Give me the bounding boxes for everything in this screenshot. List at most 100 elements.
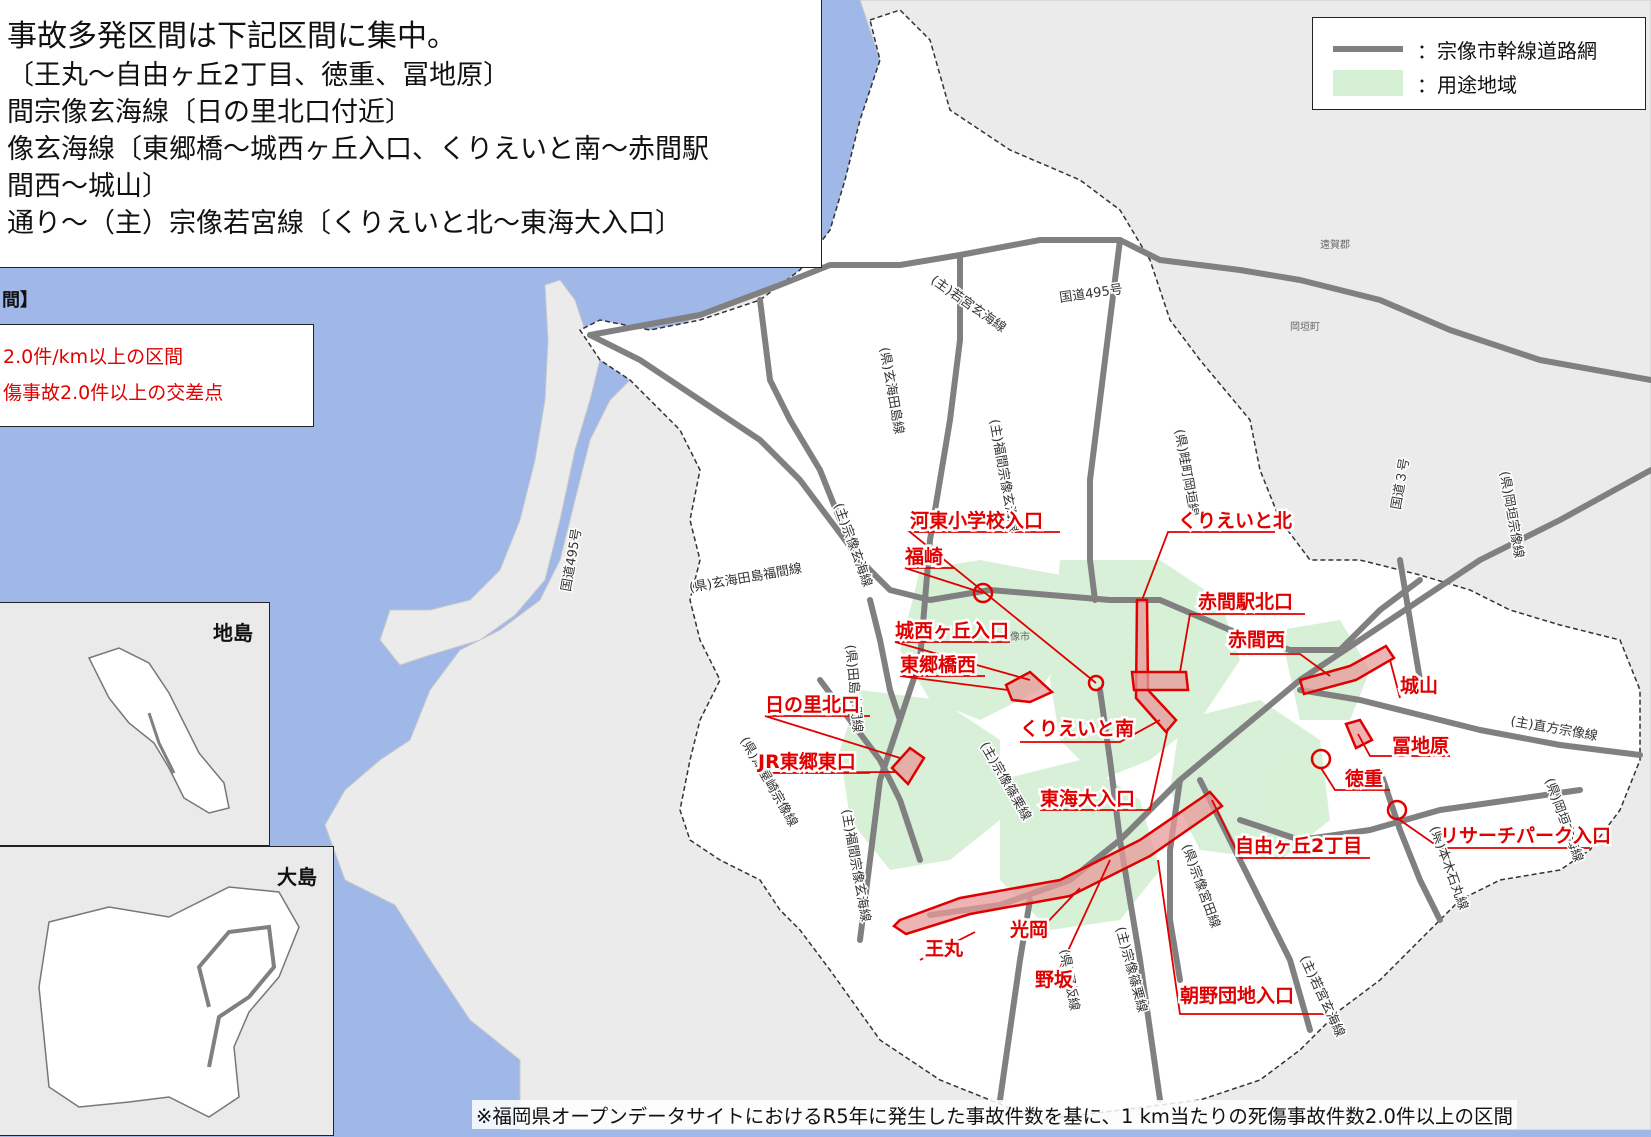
label-akamanishi: 赤間西: [1228, 629, 1285, 651]
leader-omaru: [919, 931, 976, 961]
legend-road-label: ：宗像市幹線道路網: [1417, 38, 1597, 63]
zone-southeast: [1170, 700, 1330, 860]
label-josaigaoka: 城西ヶ丘入口: [895, 619, 1009, 642]
road-munakata-sasaguri: [1097, 687, 1163, 1103]
leader-tokai: [1040, 727, 1169, 811]
label-fujiwara: 冨地原: [1392, 734, 1449, 757]
intersection-fukuzaki: [972, 582, 994, 604]
inset-title-jishima: 地島: [213, 621, 253, 645]
leader-jiyugaoka: [1211, 799, 1370, 859]
segment-togobashi: [1004, 670, 1055, 704]
leader-fujiwara: [1357, 733, 1450, 757]
leader-hinosato: [764, 715, 901, 759]
road-tsuya-munakata: [817, 677, 923, 863]
arterial-roads: [587, 237, 1651, 1103]
place-label: 岡垣町: [1290, 321, 1320, 333]
criteria-intersection: 傷事故2.0件以上の交差点: [3, 382, 224, 404]
legend-box: ：宗像市幹線道路網 ：用途地域: [1312, 17, 1646, 110]
label-asano: 朝野団地入口: [1180, 984, 1294, 1007]
jishima-road: [147, 712, 176, 774]
summary-lead: 事故多発区間は下記区間に集中。: [7, 19, 457, 54]
leader-lines: [759, 531, 1590, 1015]
road-nosaka: [997, 897, 1033, 1103]
leader-kawahigashi: [907, 531, 1097, 684]
label-togobashi: 東郷橋西: [900, 653, 976, 676]
segment-hinosato: [890, 746, 926, 787]
label-shiroyama: 城山: [1400, 674, 1438, 697]
label-tokai: 東海大入口: [1040, 787, 1135, 810]
zone-west: [840, 690, 1000, 870]
road-honki-ishimaru: [1377, 767, 1443, 923]
summary-line: 間西～城山〕: [7, 171, 169, 202]
leader-asano: [1157, 859, 1325, 1015]
oshima-island: [38, 886, 300, 1118]
place-label: 宗像市: [1000, 630, 1030, 643]
summary-box: 事故多発区間は下記区間に集中。 〔王丸～自由ヶ丘2丁目、徳重、冨地原〕 間宗像玄…: [0, 0, 822, 268]
legend-zone-label: ：用途地域: [1417, 72, 1517, 97]
road-okagaki: [1397, 557, 1423, 683]
label-kurieito-minami: くりえいと南: [1020, 718, 1134, 740]
label-kawahigashi: 河東小学校入口: [910, 509, 1043, 532]
oshima-island-shape: [38, 886, 300, 1118]
leader-kurieito-kita: [1141, 531, 1275, 601]
legend-road-swatch: [1333, 46, 1403, 52]
label-fukuzaki: 福崎: [904, 545, 943, 568]
criteria-box: 2.0件/km以上の区間 傷事故2.0件以上の交差点: [0, 324, 314, 427]
label-mitsuoka: 光岡: [1009, 918, 1048, 941]
label-research-park: リサーチパーク入口: [1440, 825, 1611, 847]
criteria-segment: 2.0件/km以上の区間: [3, 346, 184, 368]
segment-akama-eki: [1130, 670, 1190, 692]
leader-tokushige: [1320, 767, 1390, 791]
road-route495-east: [1157, 257, 1651, 383]
leader-akama-eki: [1179, 613, 1305, 673]
segment-akama-shiroyama: [1298, 644, 1396, 696]
leader-kurieito-minami: [1020, 719, 1161, 743]
inset-map-jishima: 地島: [0, 602, 270, 846]
inset-title-oshima: 大島: [277, 865, 317, 889]
label-omaru: 王丸: [925, 938, 964, 960]
place-names: 遠賀郡 岡垣町 宗像市: [1000, 238, 1350, 643]
footnote: ※福岡県オープンデータサイトにおけるR5年に発生した事故件数を基に、1 km当た…: [472, 1100, 1517, 1129]
inset-map-oshima: 大島: [0, 846, 334, 1136]
label-tokushige: 徳重: [1344, 767, 1383, 790]
place-label: 遠賀郡: [1320, 238, 1350, 251]
section-heading: 間】: [2, 290, 38, 311]
segment-kurieito: [1134, 598, 1178, 734]
intersection-kawahigashi: [1087, 674, 1105, 692]
leader-akamanishi: [1230, 653, 1331, 677]
road-akama-east: [1157, 577, 1423, 653]
leader-josaigaoka: [894, 641, 1031, 681]
jishima-island-shape: [87, 647, 230, 814]
leader-togobashi: [899, 675, 1009, 691]
oshima-road: [196, 924, 277, 1068]
legend-zone-swatch: [1333, 70, 1403, 96]
label-nosaka: 野坂: [1035, 969, 1074, 991]
label-jr-togo: JR東郷東口: [756, 750, 856, 773]
road-wakamiya-genkai-north: [587, 237, 1163, 338]
road-fukuma-genkai: [857, 252, 963, 943]
location-labels: 河東小学校入口 福崎 くりえいと北 赤間駅北口 城西ヶ丘入口 赤間西 東郷橋西 …: [754, 507, 1614, 1010]
label-akama-eki: 赤間駅北口: [1198, 591, 1293, 613]
segment-omaru-jiyugaoka: [892, 790, 1224, 936]
summary-line: 通り～（主）宗像若宮線〔くりえいと北～東海大入口〕: [7, 208, 682, 239]
legend-row-road: ：宗像市幹線道路網: [1333, 32, 1645, 66]
leader-mitsuoka: [1039, 887, 1081, 931]
leader-nosaka: [1059, 859, 1111, 969]
leader-shiroyama: [1389, 659, 1401, 699]
road-tashima-akama: [867, 597, 903, 723]
jishima-island: [87, 647, 230, 814]
road-mutashima: [1087, 237, 1123, 603]
summary-line: 間宗像玄海線〔日の里北口付近〕: [7, 97, 412, 128]
summary-line: 〔王丸～自由ヶ丘2丁目、徳重、冨地原〕: [7, 60, 511, 91]
road-naokata: [1297, 687, 1643, 758]
road-jiyugaoka: [1197, 777, 1313, 1033]
accident-segments: [890, 598, 1396, 936]
road-southeast: [1237, 787, 1583, 843]
label-hinosato: 日の里北口: [765, 694, 860, 716]
leader-fukuzaki: [904, 567, 984, 594]
label-jiyugaoka: 自由ヶ丘2丁目: [1235, 834, 1362, 857]
legend-row-zone: ：用途地域: [1333, 66, 1645, 100]
road-genkai-tashima: [757, 297, 843, 523]
leader-research-park: [1396, 817, 1590, 849]
